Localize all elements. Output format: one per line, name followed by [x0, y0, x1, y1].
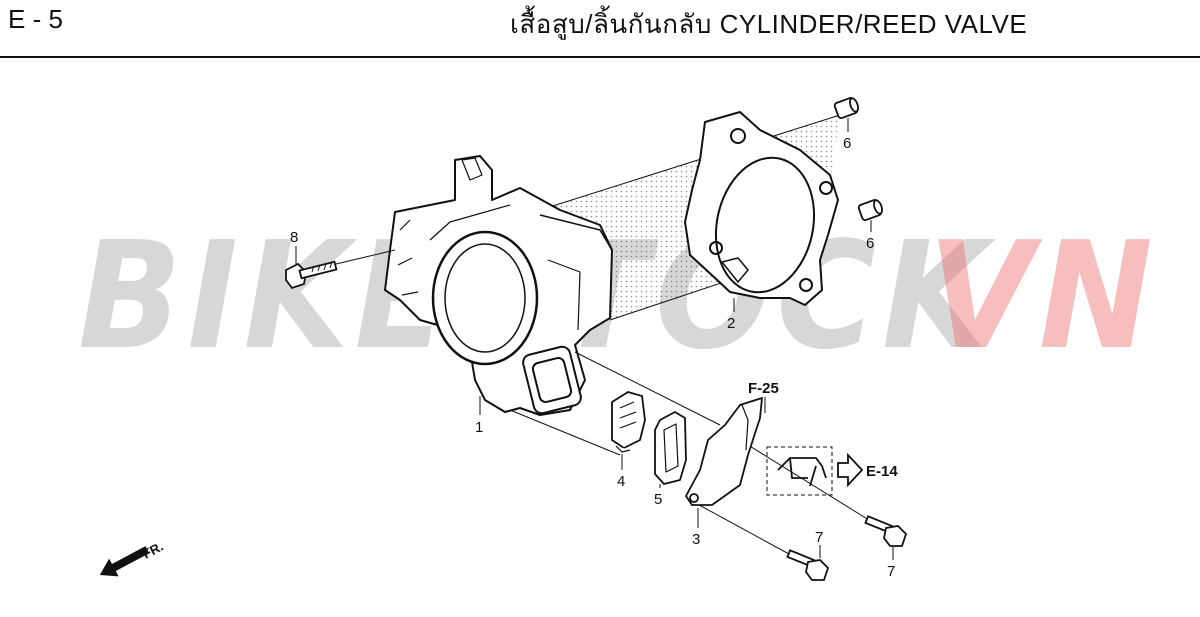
callout-8: 8	[290, 229, 298, 246]
callout-leaders	[295, 118, 894, 560]
callout-6-upper: 6	[843, 135, 851, 152]
callout-2: 2	[727, 315, 735, 332]
dowel-pin-upper[interactable]	[833, 97, 860, 119]
assembly-lines	[509, 351, 886, 561]
reed-gasket-part[interactable]	[654, 411, 687, 485]
reed-cover-part[interactable]	[685, 397, 763, 506]
watermark-text-accent: VN	[928, 210, 1159, 382]
gasket-part[interactable]	[684, 111, 839, 306]
reed-plate-part[interactable]	[611, 391, 646, 453]
bolt-part-7-right[interactable]	[864, 515, 908, 547]
reference-label-e14[interactable]: E-14	[866, 463, 898, 480]
dowel-pin-lower[interactable]	[857, 199, 884, 221]
reference-arrow-e14[interactable]	[837, 452, 864, 488]
callout-3: 3	[692, 531, 700, 548]
callout-1: 1	[475, 419, 483, 436]
page-title: เสื้อสูบ/ลิ้นกันกลับ CYLINDER/REED VALVE	[510, 9, 1028, 39]
callout-7-right: 7	[887, 563, 895, 580]
hose-clamp-bracket[interactable]	[766, 446, 833, 496]
front-direction-label: FR.	[140, 539, 166, 562]
page-code: E - 5	[8, 4, 63, 34]
callout-7-lower: 7	[815, 529, 823, 546]
reference-label-f25[interactable]: F-25	[748, 380, 779, 397]
callout-6-lower: 6	[866, 235, 874, 252]
bolt-part-7-lower[interactable]	[786, 549, 830, 581]
header-rule	[0, 56, 1200, 58]
callout-5: 5	[654, 491, 662, 508]
cylinder-part[interactable]	[384, 155, 613, 416]
bolt-part-8[interactable]	[285, 260, 338, 290]
callout-4: 4	[617, 473, 625, 490]
front-arrow-icon	[99, 546, 150, 577]
